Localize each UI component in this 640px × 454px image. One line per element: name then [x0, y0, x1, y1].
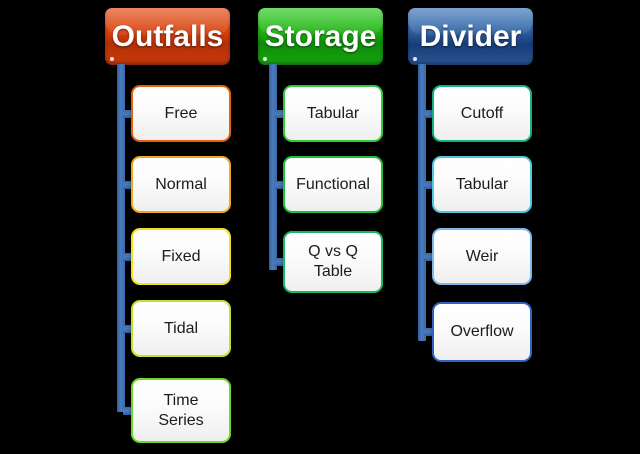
header-divider[interactable]: Divider: [408, 8, 533, 65]
node-label: Normal: [155, 175, 207, 193]
connector-stub-storage-1: [275, 180, 284, 189]
node-outfalls-fixed[interactable]: Fixed: [131, 228, 231, 285]
node-outfalls-time-series[interactable]: Time Series: [131, 378, 231, 443]
connector-stub-divider-1: [424, 180, 433, 189]
connector-stub-storage-0: [275, 109, 284, 118]
node-label: Overflow: [450, 323, 514, 340]
node-outfalls-free[interactable]: Free: [131, 85, 231, 142]
node-storage-functional[interactable]: Functional: [283, 156, 383, 213]
header-corner-dot-icon: [263, 57, 267, 61]
node-divider-weir[interactable]: Weir: [432, 228, 532, 285]
connector-stub-divider-0: [424, 109, 433, 118]
connector-stub-divider-2: [424, 252, 433, 261]
node-outfalls-normal[interactable]: Normal: [131, 156, 231, 213]
node-label: Tidal: [163, 319, 199, 337]
node-storage-tabular[interactable]: Tabular: [283, 85, 383, 142]
node-divider-cutoff[interactable]: Cutoff: [432, 85, 532, 142]
header-label: Divider: [419, 19, 522, 53]
connector-stub-outfalls-3: [123, 324, 132, 333]
header-storage[interactable]: Storage: [258, 8, 383, 65]
node-outfalls-tidal[interactable]: Tidal: [131, 300, 231, 357]
node-divider-overflow[interactable]: Overflow: [432, 302, 532, 362]
connector-trunk-divider: [418, 64, 426, 341]
connector-trunk-storage: [269, 64, 277, 270]
connector-stub-outfalls-0: [123, 109, 132, 118]
header-label: Outfalls: [111, 19, 224, 53]
connector-stub-outfalls-2: [123, 252, 132, 261]
connector-stub-outfalls-4: [123, 406, 132, 415]
header-outfalls[interactable]: Outfalls: [105, 8, 230, 65]
node-label: Fixed: [161, 247, 201, 265]
connector-stub-divider-3: [424, 328, 433, 336]
node-label: Tabular: [455, 175, 509, 193]
node-label: Tabular: [306, 104, 360, 122]
node-label: Functional: [296, 175, 370, 193]
connector-stub-storage-2: [275, 258, 284, 266]
node-label: Q vs Q Table: [308, 243, 358, 280]
header-label: Storage: [264, 19, 377, 53]
node-label: Weir: [465, 247, 499, 265]
node-label: Time Series: [158, 391, 204, 429]
node-storage-q-vs-q-table[interactable]: Q vs Q Table: [283, 231, 383, 293]
header-corner-dot-icon: [110, 57, 114, 61]
connector-trunk-outfalls: [117, 64, 125, 412]
node-label: Cutoff: [460, 104, 504, 122]
header-corner-dot-icon: [413, 57, 417, 61]
node-label: Free: [164, 104, 198, 122]
connector-stub-outfalls-1: [123, 180, 132, 189]
node-divider-tabular[interactable]: Tabular: [432, 156, 532, 213]
